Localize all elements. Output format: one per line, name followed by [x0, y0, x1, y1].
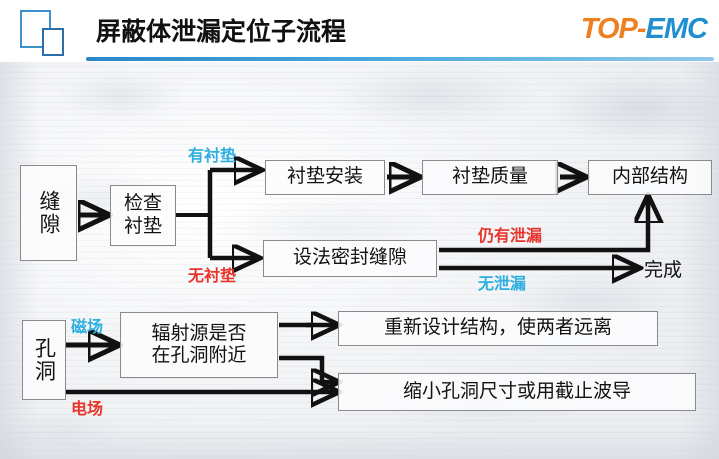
two-rectangles-logo-icon: [18, 10, 74, 56]
edge-still-leak-path: [439, 201, 651, 253]
brand-logo: TOP-EMC: [580, 13, 708, 46]
edge-radiation-to-shrink-path: [279, 355, 325, 382]
edge-label-magnetic-field: 磁场: [71, 319, 104, 336]
slide-header: 屏蔽体泄漏定位子流程 TOP-EMC: [0, 0, 719, 62]
edge-label-no-leak: 无泄漏: [478, 276, 527, 293]
node-hole[interactable]: 孔洞: [22, 320, 66, 400]
node-check-gasket[interactable]: 检查 衬垫: [110, 185, 176, 246]
node-gap[interactable]: 缝隙: [20, 165, 77, 261]
node-done: 完成: [644, 260, 683, 281]
page-title: 屏蔽体泄漏定位子流程: [96, 18, 347, 46]
edge-label-still-leaking: 仍有泄漏: [478, 228, 543, 245]
node-gasket-install[interactable]: 衬垫安装: [265, 160, 385, 195]
header-divider: [86, 57, 714, 61]
edge-label-has-gasket: 有衬垫: [188, 148, 237, 165]
logo-rect-small: [42, 28, 64, 56]
edge-label-electric-field: 电场: [71, 401, 104, 418]
node-radiation-source[interactable]: 辐射源是否 在孔洞附近: [120, 312, 278, 378]
node-seal-gap[interactable]: 设法密封缝隙: [263, 240, 437, 277]
brand-primary-text: TOP-: [580, 13, 647, 45]
node-gasket-quality[interactable]: 衬垫质量: [422, 160, 558, 195]
edge-label-no-gasket: 无衬垫: [188, 268, 237, 285]
node-shrink-hole[interactable]: 缩小孔洞尺寸或用截止波导: [338, 373, 696, 411]
node-redesign-structure[interactable]: 重新设计结构，使两者远离: [338, 311, 658, 346]
node-internal-structure[interactable]: 内部结构: [588, 160, 712, 195]
brand-secondary-text: EMC: [645, 13, 708, 45]
